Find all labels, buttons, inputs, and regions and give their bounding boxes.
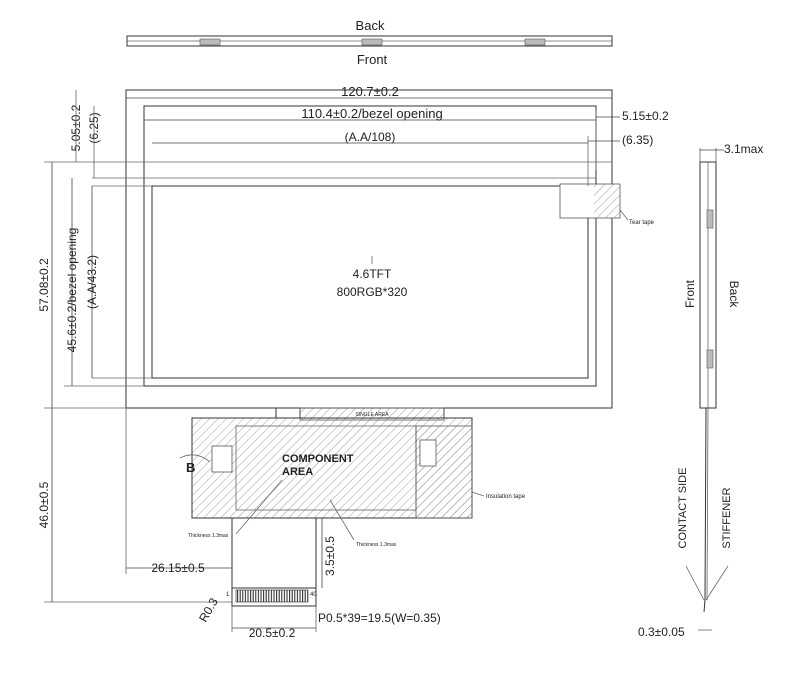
- contact-side-label: CONTACT SIDE: [677, 468, 689, 549]
- corner-radius-dim: R0.3: [196, 595, 221, 624]
- component-area-label-2: AREA: [282, 466, 313, 478]
- left-dimensions: 57.08±0.2 45.6±0.2/bezel opening (A.A/43…: [37, 90, 232, 603]
- edge-view: Back Front: [126, 18, 613, 67]
- component-area-label-1: COMPONENT: [282, 453, 354, 465]
- thickness-right-label: Thickness 1.3max: [356, 542, 397, 548]
- single-area-label: SINGLE AREA: [355, 412, 389, 418]
- pin-1-label: 1: [226, 592, 230, 598]
- side-front-label: Front: [683, 279, 697, 308]
- side-view: 3.1max Front Back CONTACT SIDE STIFFENER…: [638, 142, 763, 639]
- front-view-label: Front: [357, 52, 388, 67]
- pin-pitch-dim: P0.5*39=19.5(W=0.35): [318, 611, 441, 625]
- active-area-height-dim: (A.A/43.2): [85, 255, 99, 309]
- fpc-offset-dim: 26.15±0.5: [151, 561, 205, 575]
- insulation-tape-label: Insulation tape: [486, 494, 526, 500]
- active-area-width-dim: (A.A/108): [345, 130, 396, 144]
- detail-b-label: B: [186, 460, 195, 475]
- side-back-label: Back: [727, 281, 741, 309]
- stiffener-label: STIFFENER: [721, 487, 733, 548]
- right-margin-dim: 5.15±0.2: [622, 109, 669, 123]
- tear-tape-label: Tear tape: [629, 220, 655, 226]
- fpc: SINGLE AREA COMPONENT AREA B Insulation …: [179, 407, 526, 607]
- outline-height-dim: 57.08±0.2: [37, 258, 51, 312]
- edge-tab-left: [199, 38, 221, 46]
- front-view: Tear tape 4.6TFT 800RGB*320: [92, 89, 655, 409]
- fpc-dimensions: 26.15±0.5 3.5±0.5 20.5±0.2 P0.5*39=19.5(…: [125, 408, 441, 640]
- active-area: [151, 185, 589, 379]
- edge-tab-right: [524, 38, 546, 46]
- fpc-tail-dim: 3.5±0.5: [323, 536, 337, 576]
- connector-width-dim: 20.5±0.2: [249, 626, 296, 640]
- thickness-max-dim: 3.1max: [724, 142, 763, 156]
- connector-pins: [235, 589, 309, 603]
- fpc-thickness-dim: 0.3±0.05: [638, 625, 685, 639]
- thickness-left-label: Thickness 1.3max: [188, 533, 229, 539]
- panel-resolution: 800RGB*320: [337, 285, 408, 299]
- bezel-opening-width-dim: 110.4±0.2/bezel opening: [301, 106, 442, 121]
- back-view-label: Back: [356, 18, 385, 33]
- fpc-length-dim: 46.0±0.5: [37, 481, 51, 528]
- panel-model: 4.6TFT: [353, 267, 392, 281]
- pin-40-label: 40: [310, 592, 317, 598]
- outline-width-dim: 120.7±0.2: [341, 84, 399, 99]
- bezel-opening-height-dim: 45.6±0.2/bezel opening: [65, 228, 79, 353]
- bezel-opening: [143, 105, 597, 387]
- edge-tab-middle: [361, 38, 383, 46]
- connector-outline: [231, 587, 317, 607]
- right-margin-aa-dim: (6.35): [622, 133, 653, 147]
- top-dimensions: 120.7±0.2 110.4±0.2/bezel opening (A.A/1…: [126, 84, 669, 186]
